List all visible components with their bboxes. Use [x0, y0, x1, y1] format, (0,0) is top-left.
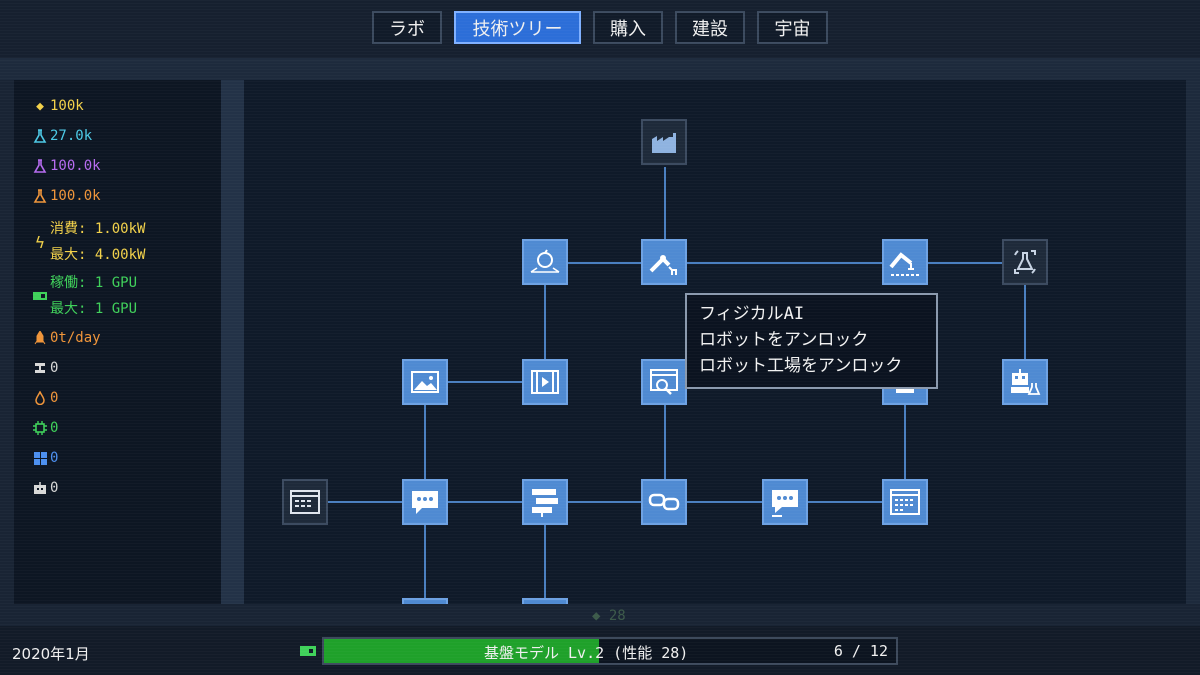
tooltip-line-2: ロボット工場をアンロック [699, 356, 903, 376]
tech-node-layers[interactable] [522, 479, 568, 525]
tech-node-robot-lab[interactable] [1002, 359, 1048, 405]
game-date: 2020年1月 [12, 645, 90, 663]
tech-node-chat[interactable] [402, 479, 448, 525]
panel-right-edge [1186, 80, 1200, 604]
power-max: 最大: 4.00kW [50, 247, 146, 263]
resource-robot: 0 [32, 480, 58, 496]
water-value: 0 [50, 390, 59, 406]
resource-panel: ◆ 100k 27.0k 100.0k 100.0k ϟ 消費: 1.00kW … [14, 80, 221, 604]
power-consume: 消費: 1.00kW [50, 221, 146, 237]
chat-icon [412, 491, 438, 514]
panel-value: 0 [50, 450, 59, 466]
tech-node-link[interactable] [641, 479, 687, 525]
rocket-icon [32, 331, 48, 345]
tech-node-app-window[interactable] [882, 479, 928, 525]
tech-node-apple[interactable] [522, 239, 568, 285]
header-band [0, 62, 1200, 80]
terminal-icon [290, 490, 320, 514]
resource-gpu: 稼働: 1 GPU 最大: 1 GPU [32, 270, 137, 322]
resource-steel: 0 [32, 360, 58, 376]
robot-icon [32, 481, 48, 495]
model-progress-bar: 基盤モデル Lv.2 (性能 28) 6 / 12 [322, 637, 898, 665]
model-progress-fill [324, 639, 599, 663]
monitor-icon [896, 387, 914, 393]
tech-node-offscreen-2[interactable] [522, 598, 568, 604]
tooltip-title: フィジカルAI [699, 304, 805, 324]
research-cost: ◆ 28 [592, 608, 626, 624]
robot-value: 0 [50, 480, 59, 496]
diamond-icon: ◆ [36, 98, 44, 114]
tab-purchase[interactable]: 購入 [593, 11, 663, 44]
flask-cycle-icon [1014, 250, 1036, 274]
robot-science-icon [1011, 369, 1041, 395]
robot-arm-icon [649, 255, 677, 275]
science-cyan-value: 27.0k [50, 128, 93, 144]
gpu-running: 稼働: 1 GPU [50, 275, 138, 291]
apple-hologram-icon [530, 249, 560, 273]
diamond-icon: ◆ [592, 608, 601, 624]
resource-chip: 0 [32, 420, 58, 436]
resource-science-purple: 100.0k [32, 158, 101, 174]
tech-node-terminal[interactable] [282, 479, 328, 525]
tech-node-physical-ai[interactable] [641, 239, 687, 285]
gpu-icon [300, 646, 316, 656]
layers-icon [532, 489, 558, 517]
nav-divider [0, 58, 1200, 62]
steel-value: 0 [50, 360, 59, 376]
resource-water: 0 [32, 390, 58, 406]
rocket-value: 0t/day [50, 330, 101, 346]
flask-icon [32, 129, 48, 143]
tech-node-flask-cycle[interactable] [1002, 239, 1048, 285]
chat-bubble-icon [772, 490, 798, 517]
resource-science-orange: 100.0k [32, 188, 101, 204]
grid-icon [32, 451, 48, 465]
tech-node-video[interactable] [522, 359, 568, 405]
chip-value: 0 [50, 420, 59, 436]
gpu-max: 最大: 1 GPU [50, 301, 138, 317]
beam-icon [32, 362, 48, 374]
tech-node-factory[interactable] [641, 119, 687, 165]
science-purple-value: 100.0k [50, 158, 101, 174]
model-label: 基盤モデル Lv.2 (性能 28) [484, 644, 689, 662]
resource-money: ◆ 100k [32, 98, 84, 114]
tab-space[interactable]: 宇宙 [757, 11, 828, 44]
tab-build[interactable]: 建設 [675, 11, 745, 44]
link-icon [648, 493, 680, 511]
app-window-icon [890, 489, 920, 515]
tech-tooltip: フィジカルAI ロボットをアンロック ロボット工場をアンロック [685, 293, 938, 389]
model-progress-count: 6 / 12 [833, 642, 888, 660]
tech-node-chat-bubble[interactable] [762, 479, 808, 525]
flask-icon [32, 159, 48, 173]
money-value: 100k [50, 98, 84, 114]
factory-icon [652, 133, 676, 153]
top-nav: ラボ 技術ツリー 購入 建設 宇宙 [0, 0, 1200, 58]
resource-science-cyan: 27.0k [32, 128, 92, 144]
tech-node-offscreen-1[interactable] [402, 598, 448, 604]
resource-rocket: 0t/day [32, 330, 101, 346]
robot-arm-line-icon [889, 252, 919, 276]
tech-tree-panel[interactable]: フィジカルAI ロボットをアンロック ロボット工場をアンロック [244, 80, 1186, 604]
video-icon [531, 370, 559, 394]
science-orange-value: 100.0k [50, 188, 101, 204]
lightning-icon: ϟ [35, 232, 45, 252]
resource-power: ϟ 消費: 1.00kW 最大: 4.00kW [32, 216, 145, 268]
tab-tech-tree[interactable]: 技術ツリー [454, 11, 581, 44]
panel-gutter [221, 80, 244, 604]
chip-icon [32, 421, 48, 435]
tech-node-image[interactable] [402, 359, 448, 405]
gpu-icon [32, 291, 48, 301]
tab-lab[interactable]: ラボ [372, 11, 442, 44]
droplet-icon [32, 391, 48, 405]
tech-node-search[interactable] [641, 359, 687, 405]
tech-node-robot-factory[interactable] [882, 239, 928, 285]
resource-panel: 0 [32, 450, 58, 466]
cost-value: 28 [608, 608, 626, 624]
search-window-icon [650, 369, 678, 395]
image-icon [411, 371, 439, 393]
tooltip-line-1: ロボットをアンロック [699, 330, 869, 350]
flask-icon [32, 189, 48, 203]
